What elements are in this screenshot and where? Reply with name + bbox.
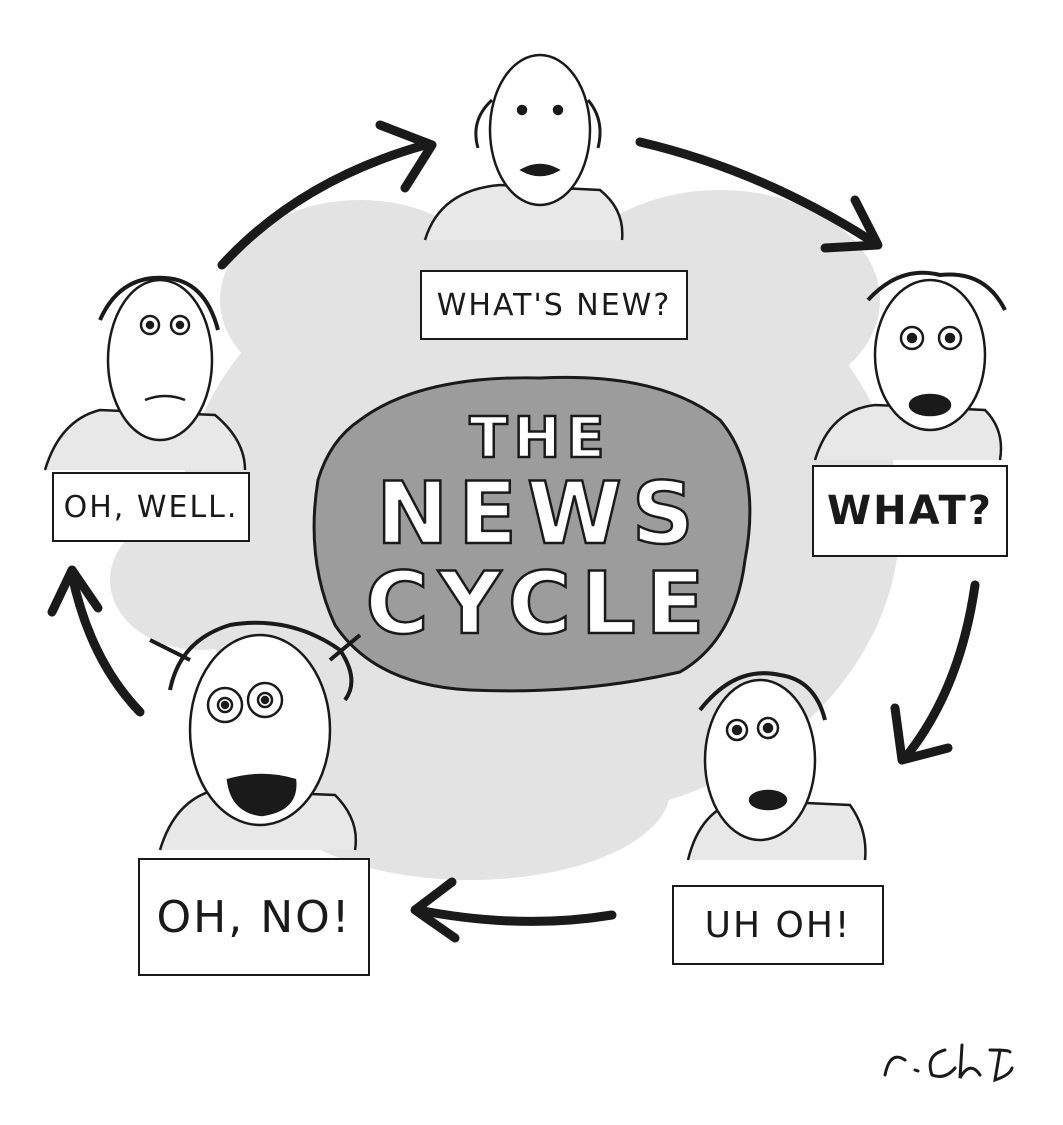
- caption-oh-well: OH, WELL.: [52, 472, 250, 542]
- caption-uh-oh: UH OH!: [672, 885, 884, 965]
- title-line-cycle: CYCLE: [364, 554, 715, 655]
- person-oh-no: [149, 620, 362, 851]
- title-line-news: NEWS: [375, 464, 704, 565]
- arrow-bottom: [413, 905, 617, 926]
- person-uh-oh: [686, 671, 867, 861]
- cycle-arrows: [47, 120, 980, 943]
- caption-oh-no: OH, NO!: [138, 858, 370, 976]
- person-oh-well: [43, 275, 247, 471]
- arrow-right: [900, 580, 980, 763]
- caption-whats-new: WHAT'S NEW?: [420, 270, 688, 340]
- person-whats-new: [423, 53, 624, 241]
- arrow-top-right: [635, 137, 875, 245]
- arrow-left: [67, 570, 145, 717]
- person-what: [813, 270, 1007, 461]
- arrow-top-left: [217, 140, 430, 270]
- title-line-the: THE: [468, 406, 611, 472]
- news-cycle-blob: [312, 375, 752, 693]
- artist-signature: [883, 1043, 1014, 1083]
- caption-what: WHAT?: [812, 465, 1008, 557]
- news-cycle-title: THE NEWS CYCLE: [330, 380, 750, 680]
